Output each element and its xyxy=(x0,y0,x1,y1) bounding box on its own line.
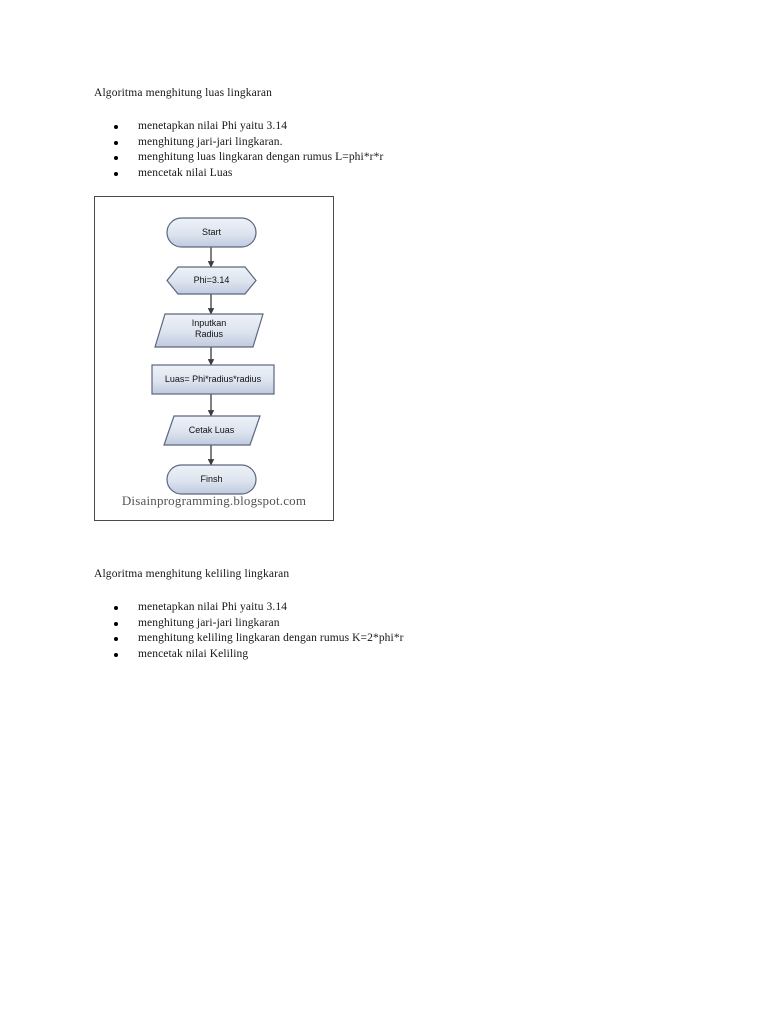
list-item-text: mencetak nilai Keliling xyxy=(138,647,249,660)
node-phi-shape xyxy=(166,266,257,295)
list-item-text: menghitung jari-jari lingkaran. xyxy=(138,135,283,148)
section-algoritma-keliling: Algoritma menghitung keliling lingkaran … xyxy=(94,567,714,662)
bullet-icon xyxy=(114,606,118,610)
bullet-list-keliling: menetapkan nilai Phi yaitu 3.14 menghitu… xyxy=(94,600,714,662)
list-item: mencetak nilai Keliling xyxy=(94,647,714,663)
list-item-text: menghitung luas lingkaran dengan rumus L… xyxy=(138,151,384,164)
section-heading-keliling: Algoritma menghitung keliling lingkaran xyxy=(94,568,290,580)
node-start-shape xyxy=(166,217,257,248)
list-item: menghitung jari-jari lingkaran xyxy=(94,616,714,632)
list-item: menetapkan nilai Phi yaitu 3.14 xyxy=(94,119,714,135)
list-item-text: menghitung jari-jari lingkaran xyxy=(138,616,280,629)
list-item-text: menetapkan nilai Phi yaitu 3.14 xyxy=(138,601,288,613)
node-input-shape xyxy=(154,313,264,348)
bullet-list-luas: menetapkan nilai Phi yaitu 3.14 menghitu… xyxy=(94,119,714,181)
flowchart-shapes xyxy=(151,217,275,495)
bullet-icon xyxy=(114,652,118,657)
list-item-text: menghitung keliling lingkaran dengan rum… xyxy=(138,632,404,645)
node-process-shape xyxy=(151,364,275,395)
list-item: menghitung keliling lingkaran dengan rum… xyxy=(94,631,714,647)
bullet-icon xyxy=(114,156,118,161)
flowchart-watermark: Disainprogramming.blogspot.com xyxy=(121,493,307,508)
list-item: mencetak nilai Luas xyxy=(94,166,714,182)
list-item: menghitung jari-jari lingkaran. xyxy=(94,135,714,151)
list-item-text: menetapkan nilai Phi yaitu 3.14 xyxy=(138,120,288,132)
list-item: menetapkan nilai Phi yaitu 3.14 xyxy=(94,600,714,616)
list-item: menghitung luas lingkaran dengan rumus L… xyxy=(94,150,714,166)
section-heading-luas: Algoritma menghitung luas lingkaran xyxy=(94,87,273,99)
bullet-icon xyxy=(114,637,118,642)
list-item-text: mencetak nilai Luas xyxy=(138,166,233,179)
section-algoritma-luas: Algoritma menghitung luas lingkaran mene… xyxy=(94,86,714,181)
node-finish-shape xyxy=(166,464,257,495)
bullet-icon xyxy=(114,171,118,176)
flowchart-figure: Start Phi=3.14 Inputkan Radius Luas= Phi… xyxy=(94,196,334,521)
bullet-icon xyxy=(114,140,118,145)
node-output-shape xyxy=(163,415,261,446)
bullet-icon xyxy=(114,621,118,626)
bullet-icon xyxy=(114,125,118,129)
flowchart-canvas: Start Phi=3.14 Inputkan Radius Luas= Phi… xyxy=(95,197,333,520)
